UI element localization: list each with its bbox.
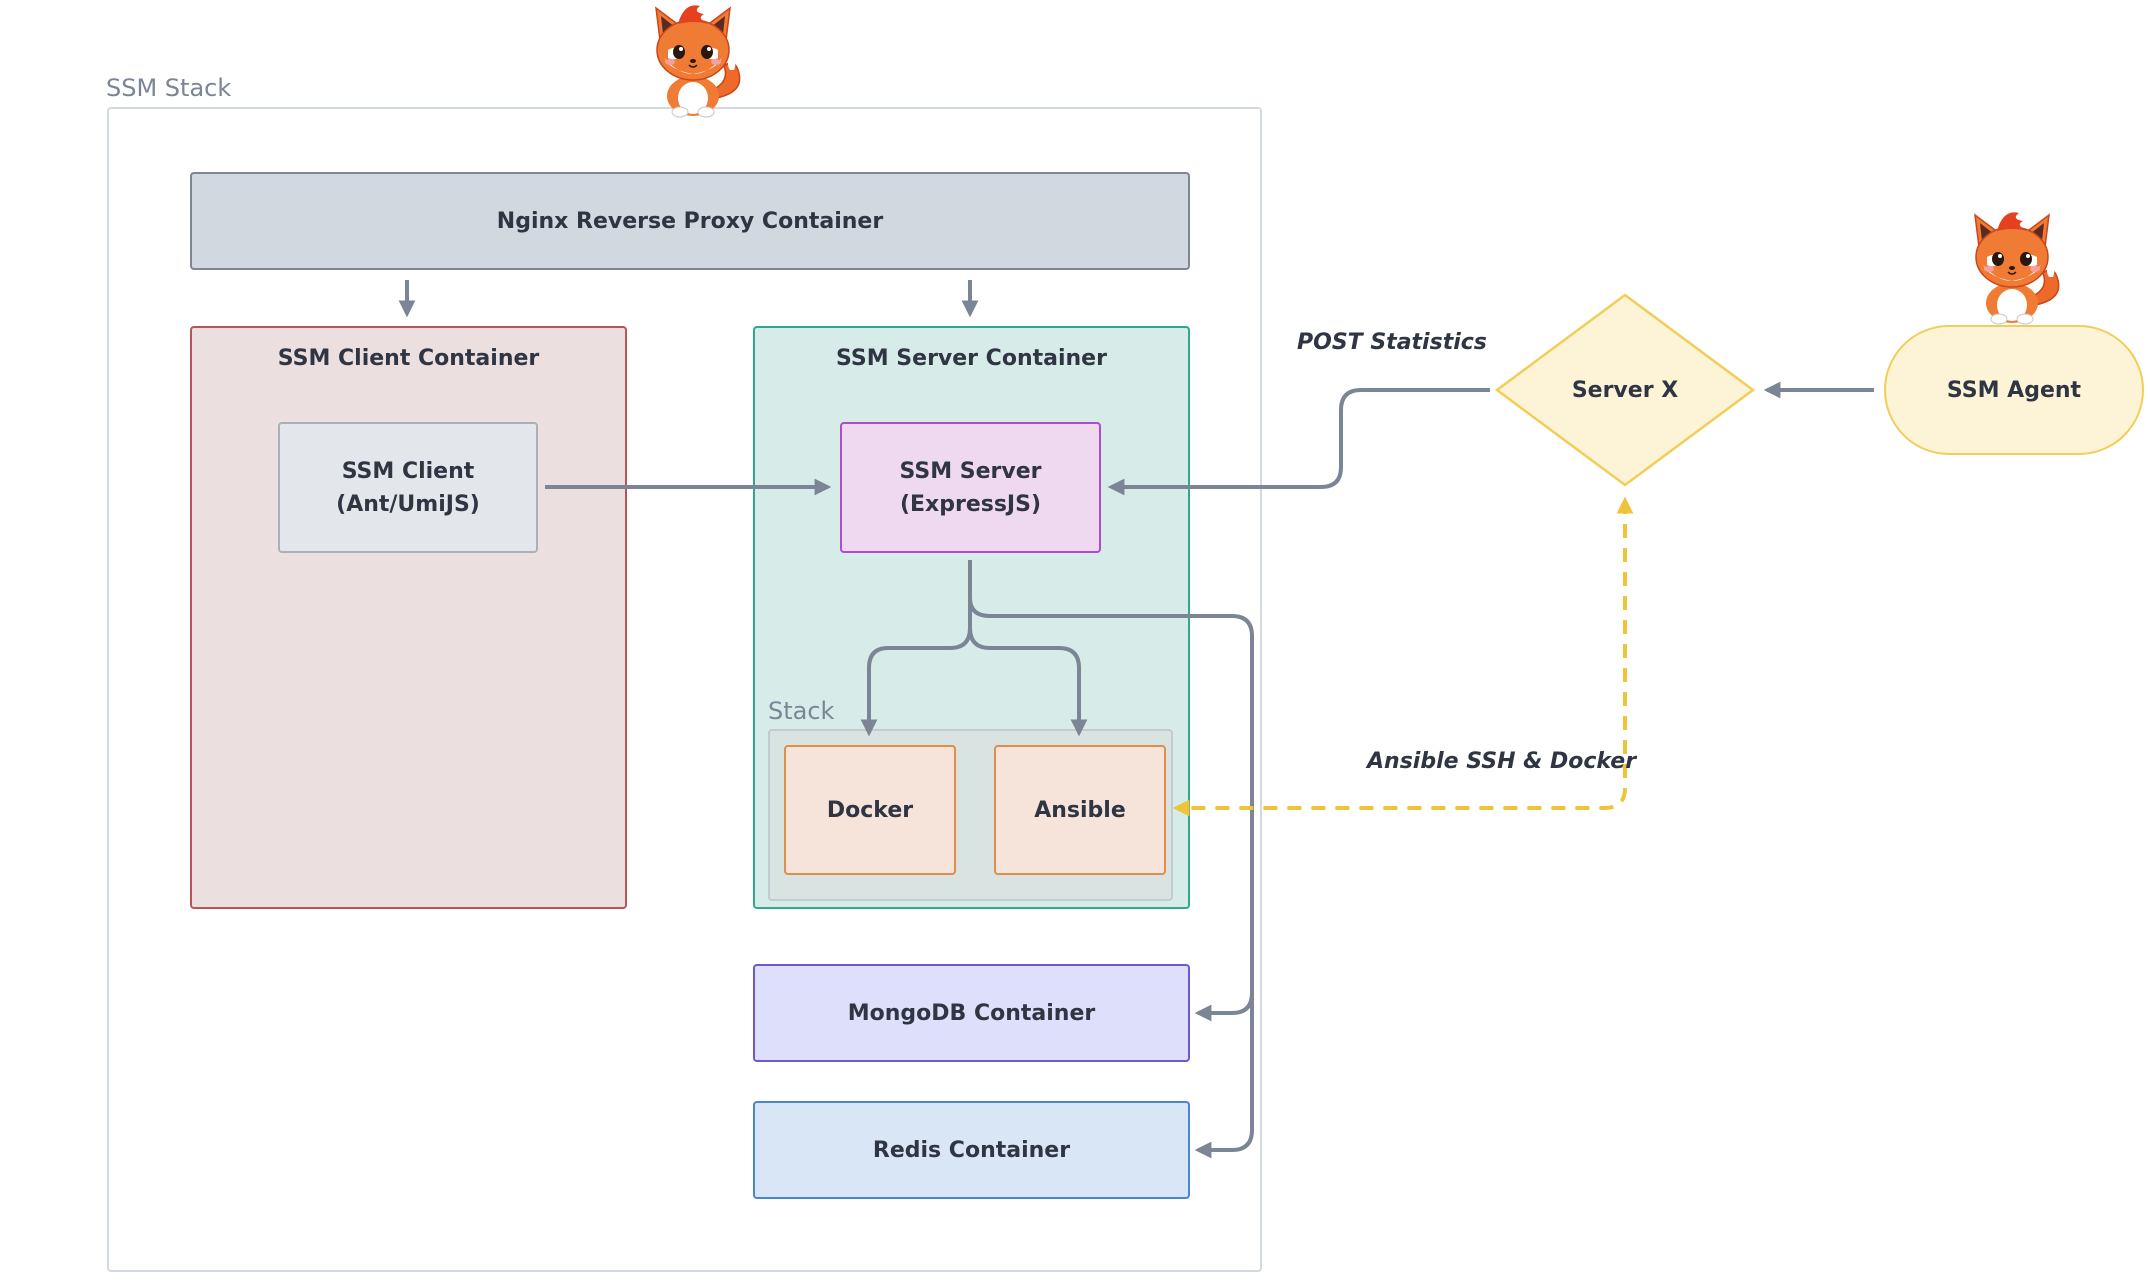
edge-server-to-ansible [968, 627, 1088, 737]
nginx-label: Nginx Reverse Proxy Container [496, 208, 884, 234]
edge-ansible-ssh-docker [1172, 496, 1634, 817]
inner-stack-label: Stack [768, 697, 835, 725]
server-x-label: Server X [1571, 377, 1679, 403]
ssm-client-node[interactable]: SSM Client (Ant/UmiJS) [278, 422, 538, 553]
ssm-server-container-label: SSM Server Container [836, 346, 1107, 371]
redis-label: Redis Container [872, 1137, 1071, 1163]
ssm-agent-node[interactable]: SSM Agent [1884, 325, 2144, 455]
ssm-client-line2: (Ant/UmiJS) [336, 491, 480, 517]
redis-container[interactable]: Redis Container [753, 1101, 1190, 1199]
fox-mascot-icon [655, 5, 741, 118]
ansible-label: Ansible [1034, 797, 1126, 823]
edge-label-ansible-ssh-docker: Ansible SSH & Docker [1367, 749, 1637, 774]
edge-label-post-statistics: POST Statistics [1297, 330, 1487, 355]
ansible-node[interactable]: Ansible [994, 745, 1166, 875]
fox-mascot-icon [1974, 212, 2060, 325]
ssm-server-line1: SSM Server [899, 458, 1042, 484]
ssm-agent-label: SSM Agent [1946, 377, 2082, 403]
edge-server-to-mongodb [968, 560, 1254, 1022]
docker-label: Docker [826, 797, 914, 823]
docker-node[interactable]: Docker [784, 745, 956, 875]
edge-server-to-redis [1194, 990, 1254, 1159]
ssm-server-node[interactable]: SSM Server (ExpressJS) [840, 422, 1101, 553]
edge-serverx-to-server [1107, 388, 1490, 496]
ssm-client-container-label: SSM Client Container [277, 346, 540, 371]
mongodb-container[interactable]: MongoDB Container [753, 964, 1190, 1062]
edge-server-to-docker [860, 560, 972, 737]
ssm-client-line1: SSM Client [341, 458, 475, 484]
ssm-stack-label: SSM Stack [106, 74, 232, 102]
mongodb-label: MongoDB Container [847, 1000, 1096, 1026]
ssm-server-line2: (ExpressJS) [899, 491, 1042, 517]
nginx-container[interactable]: Nginx Reverse Proxy Container [190, 172, 1190, 270]
server-x-diamond[interactable] [1494, 293, 1756, 487]
